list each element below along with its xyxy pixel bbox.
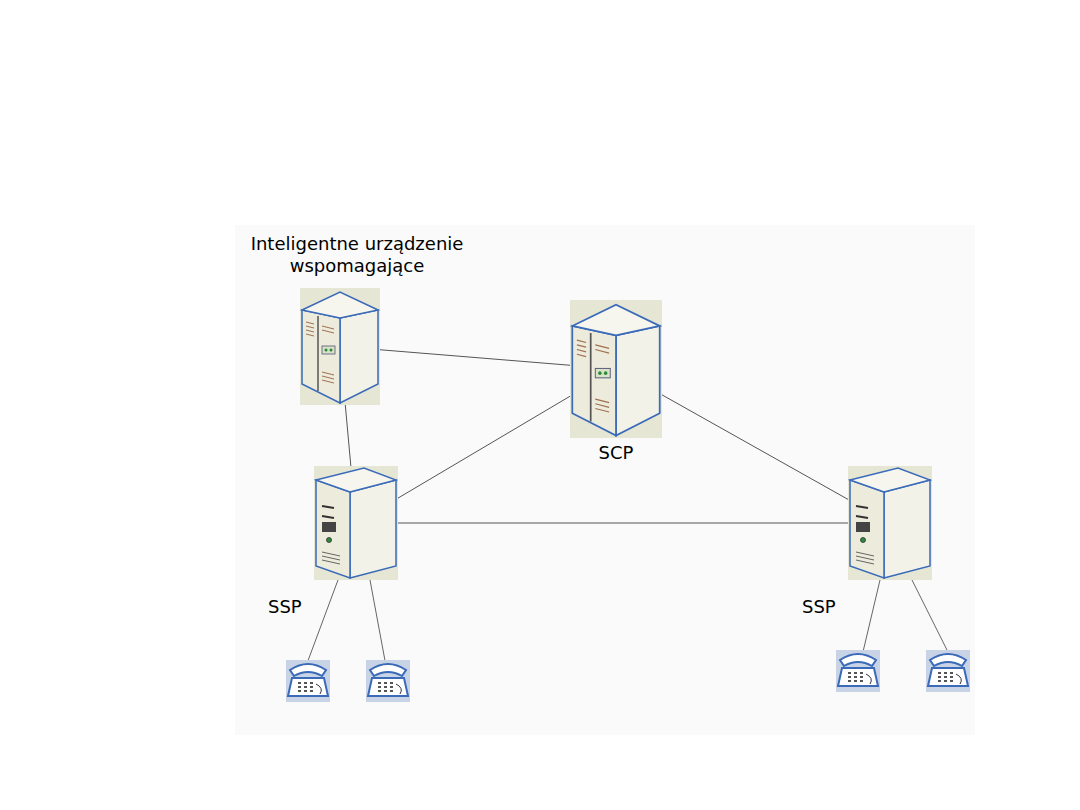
node-label: SSP: [802, 596, 882, 618]
server-node: SCP: [570, 300, 662, 438]
node-label: SSP: [268, 596, 348, 618]
phone-icon: [926, 650, 970, 692]
server-icon: [300, 288, 380, 405]
label-text: SCP: [599, 442, 634, 463]
network-link: [398, 523, 848, 524]
label-text: Inteligentne urządzenie wspomagające: [251, 233, 464, 276]
node-label: SCP: [546, 442, 686, 464]
network-link: [662, 395, 848, 500]
phone-icon: [286, 660, 330, 702]
server-icon: [848, 466, 932, 580]
network-link: [398, 396, 570, 498]
network-link: [345, 405, 351, 466]
server-icon: [570, 300, 662, 438]
server-node: SSP: [848, 466, 932, 580]
node-label: Inteligentne urządzenie wspomagające: [217, 233, 497, 277]
server-node: SSP: [314, 466, 398, 580]
phone-icon: [366, 660, 410, 702]
background-panel: [235, 225, 975, 735]
server-icon: [314, 466, 398, 580]
label-text: SSP: [802, 596, 836, 617]
network-link: [380, 350, 570, 365]
server-node: Inteligentne urządzenie wspomagające: [300, 288, 380, 405]
phone-icon: [836, 650, 880, 692]
label-text: SSP: [268, 596, 302, 617]
